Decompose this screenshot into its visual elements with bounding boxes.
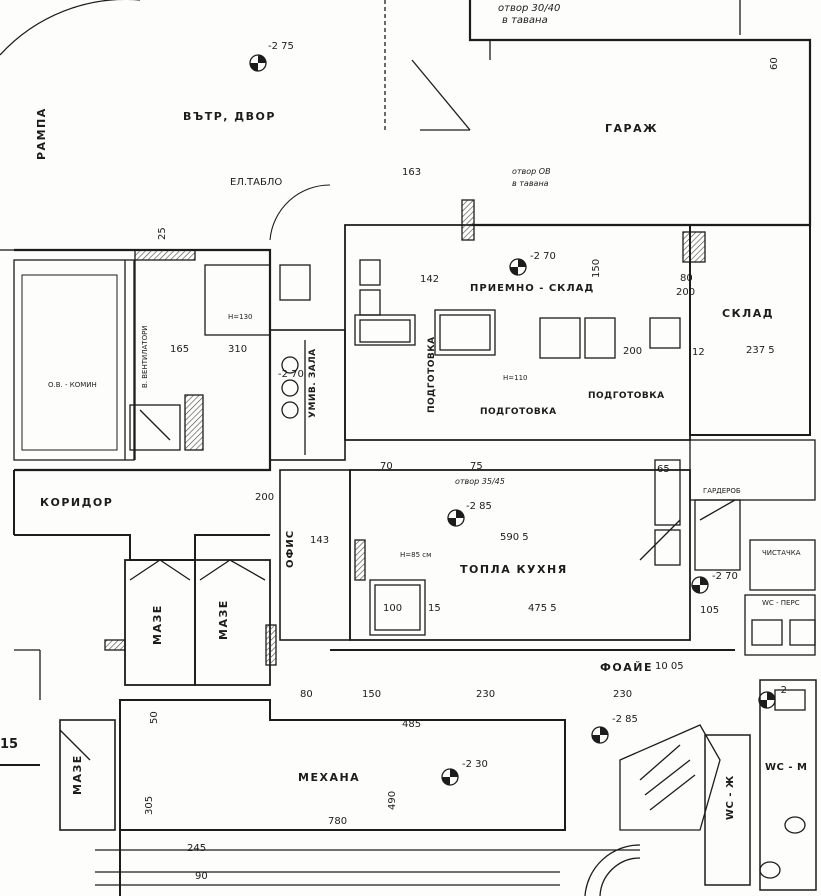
- dim-label: 70: [380, 461, 393, 472]
- room-label-wc-women: WC - Ж: [725, 775, 736, 820]
- dim-label: 305: [144, 795, 155, 815]
- dim-label: 75: [470, 461, 483, 472]
- dim-label: 12: [692, 347, 705, 358]
- room-label-storage-cellar-1: МАЗЕ: [151, 604, 164, 645]
- level-mark-yard: -2 75: [268, 41, 294, 52]
- note-opening-30-40: отвор 30/40: [498, 3, 561, 14]
- dim-label: 310: [228, 344, 248, 355]
- dim-label: 485: [402, 719, 422, 730]
- room-label-storage-cellar-3: МАЗЕ: [71, 754, 84, 795]
- room-label-rampa: РАМПА: [35, 107, 48, 160]
- dim-label: 15: [428, 603, 441, 614]
- room-label-storage: СКЛАД: [722, 307, 775, 320]
- dim-label: 80: [680, 273, 693, 284]
- room-label-hot-kitchen: ТОПЛА КУХНЯ: [460, 563, 568, 576]
- dim-label: 163: [402, 167, 422, 178]
- dim-label: 105: [700, 605, 720, 616]
- room-label-prep-2: ПОДГОТОВКА: [480, 407, 557, 417]
- room-label-corridor: КОРИДОР: [40, 496, 114, 509]
- dim-label: 590 5: [500, 532, 529, 543]
- room-label-tavern: МЕХАНА: [298, 771, 361, 784]
- dim-label: 90: [195, 871, 208, 882]
- room-label-garage: ГАРАЖ: [605, 122, 659, 135]
- room-label-inner-yard: ВЪТР, ДВОР: [183, 110, 276, 123]
- room-label-prep-3: ПОДГОТОВКА: [588, 391, 665, 401]
- dim-label: 10 05: [655, 661, 684, 672]
- room-label-prep-1: ПОДГОТОВКА: [427, 336, 437, 413]
- level-mark-kitchen: -2 85: [466, 501, 492, 512]
- dim-label: 25: [157, 227, 168, 240]
- dim-label: 780: [328, 816, 348, 827]
- room-label-fans: В. ВЕНТИЛАТОРИ: [141, 325, 149, 388]
- room-label-ventilation-chimney: О.В. - КОМИН: [48, 381, 97, 389]
- note-electric-panel: ЕЛ.ТАБЛО: [230, 177, 283, 188]
- dim-label: 490: [387, 790, 398, 810]
- room-label-cleaner: ЧИСТАЧКА: [762, 549, 801, 557]
- note-in-ceiling-1: в тавана: [502, 15, 548, 26]
- room-label-wardrobe: ГАРДЕРОБ: [703, 487, 741, 495]
- dim-label: 100: [383, 603, 403, 614]
- level-mark-foyer: -2 85: [612, 714, 638, 725]
- room-label-washing: УМИВ. ЗАЛА: [308, 348, 318, 418]
- room-label-storage-cellar-2: МАЗЕ: [217, 599, 230, 640]
- note-height-110: Н=110: [503, 374, 528, 382]
- dim-label: 143: [310, 535, 330, 546]
- note-opening-ventilation: отвор ОВ: [512, 167, 551, 176]
- room-label-wc-men: WC - М: [765, 762, 808, 773]
- room-label-office: ОФИС: [285, 529, 296, 568]
- level-mark-tavern: -2 30: [462, 759, 488, 770]
- room-label-receiving-storage: ПРИЕМНО - СКЛАД: [470, 283, 595, 294]
- dim-label: 230: [613, 689, 633, 700]
- dim-label: 150: [362, 689, 382, 700]
- dim-label: 50: [149, 711, 160, 724]
- dim-label: 200: [676, 287, 696, 298]
- level-mark-service: -2 70: [712, 571, 738, 582]
- dim-label: 80: [300, 689, 313, 700]
- dim-label: 230: [476, 689, 496, 700]
- dim-label: 65: [657, 464, 670, 475]
- dim-label: 150: [591, 258, 602, 278]
- note-height-130: Н=130: [228, 313, 253, 321]
- room-label-foyer: ФОАЙЕ: [600, 661, 653, 674]
- level-mark-receiving: -2 70: [530, 251, 556, 262]
- note-height-85: Н=85 см: [400, 551, 432, 559]
- note-in-ceiling-2: в тавана: [512, 179, 549, 188]
- ramp-arc: [0, 0, 140, 56]
- dim-label: 475 5: [528, 603, 557, 614]
- dim-label: 60: [769, 57, 780, 70]
- dim-label: 142: [420, 274, 440, 285]
- dim-label: 165: [170, 344, 190, 355]
- section-mark: 15: [0, 737, 19, 752]
- dim-label: 200: [255, 492, 275, 503]
- level-mark-wc: -2: [777, 685, 787, 696]
- level-mark-washing: -2 70: [278, 369, 304, 380]
- dim-label: 237 5: [746, 345, 775, 356]
- dim-label: 200: [623, 346, 643, 357]
- room-label-wc-staff: WC - ПЕРС: [762, 599, 800, 607]
- note-opening-35-45: отвор 35/45: [455, 477, 505, 486]
- dim-label: 245: [187, 843, 207, 854]
